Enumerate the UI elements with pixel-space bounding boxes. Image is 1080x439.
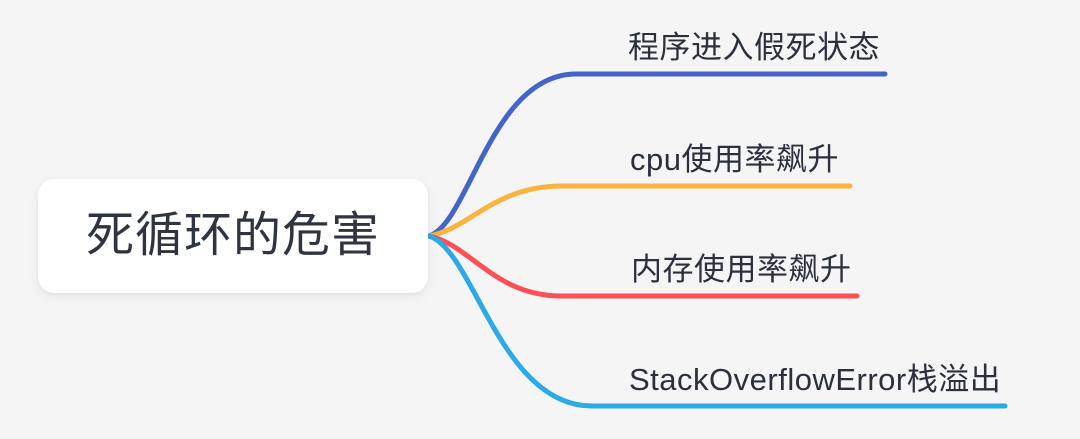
branch-node-memory-usage-spike[interactable]: 内存使用率飙升 bbox=[631, 252, 852, 287]
branch-connector-line-2 bbox=[426, 183, 853, 239]
branch-connector-line-4 bbox=[426, 233, 1008, 409]
branch-connector-line-1 bbox=[426, 71, 888, 239]
branch-connector-line-3 bbox=[426, 233, 860, 299]
central-topic-label: 死循环的危害 bbox=[85, 209, 380, 262]
central-topic-node[interactable]: 死循环的危害 bbox=[38, 179, 428, 293]
branch-node-program-freeze[interactable]: 程序进入假死状态 bbox=[628, 30, 880, 65]
branch-node-stackoverflow-error[interactable]: StackOverflowError栈溢出 bbox=[629, 362, 1002, 397]
branch-node-cpu-usage-spike[interactable]: cpu使用率飙升 bbox=[630, 142, 839, 177]
